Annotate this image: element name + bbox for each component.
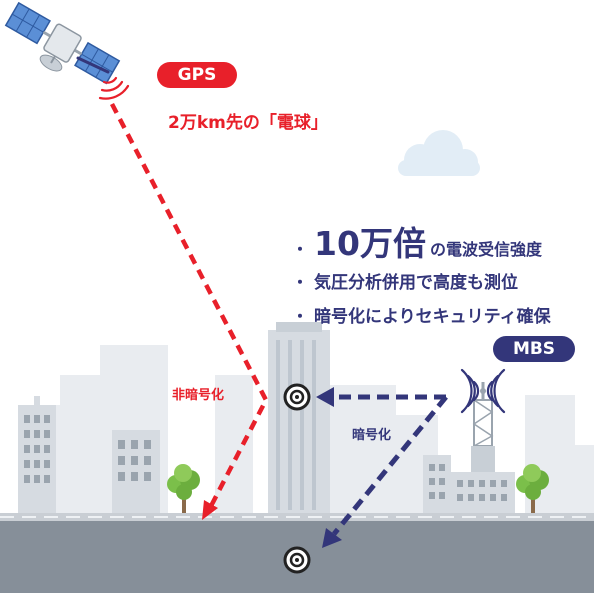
office-building-mid (112, 430, 160, 515)
feature-item: ・ 10万倍 の電波受信強度 (292, 212, 551, 260)
feature-list: ・ 10万倍 の電波受信強度 ・気圧分析併用で高度も測位 ・暗号化によりセキュリ… (292, 212, 551, 328)
bullet: ・ (292, 240, 309, 259)
satellite-antenna (76, 56, 110, 74)
feature-text: の電波受信強度 (429, 240, 542, 259)
radio-tower-icon (471, 382, 495, 472)
skyscraper (268, 322, 330, 515)
tree-icon (167, 464, 200, 516)
gps-badge: GPS (157, 62, 237, 88)
target-icon (283, 383, 311, 411)
tree-icon (516, 464, 549, 516)
mbs-signal-arrow (316, 387, 448, 548)
office-building-right (423, 455, 515, 515)
signal-waves-icon (98, 76, 130, 100)
bullet: ・ (292, 273, 309, 292)
target-icon (283, 546, 311, 574)
signal-waves-icon (460, 368, 506, 414)
feature-highlight: 10万倍 (314, 224, 426, 263)
feature-text: 気圧分析併用で高度も測位 (314, 273, 519, 293)
satellite-icon (4, 1, 121, 85)
mbs-badge: MBS (493, 336, 575, 362)
feature-item: ・暗号化によりセキュリティ確保 (292, 302, 551, 328)
encrypted-label: 暗号化 (352, 428, 392, 443)
gps-signal-arrow (110, 102, 269, 520)
bullet: ・ (292, 307, 309, 326)
feature-text: 暗号化によりセキュリティ確保 (314, 307, 551, 327)
unencrypted-label: 非暗号化 (172, 388, 225, 403)
cloud-icon (398, 130, 480, 176)
office-building-left (18, 396, 56, 515)
feature-item: ・気圧分析併用で高度も測位 (292, 268, 551, 294)
gps-caption: 2万km先の「電球」 (168, 113, 328, 133)
